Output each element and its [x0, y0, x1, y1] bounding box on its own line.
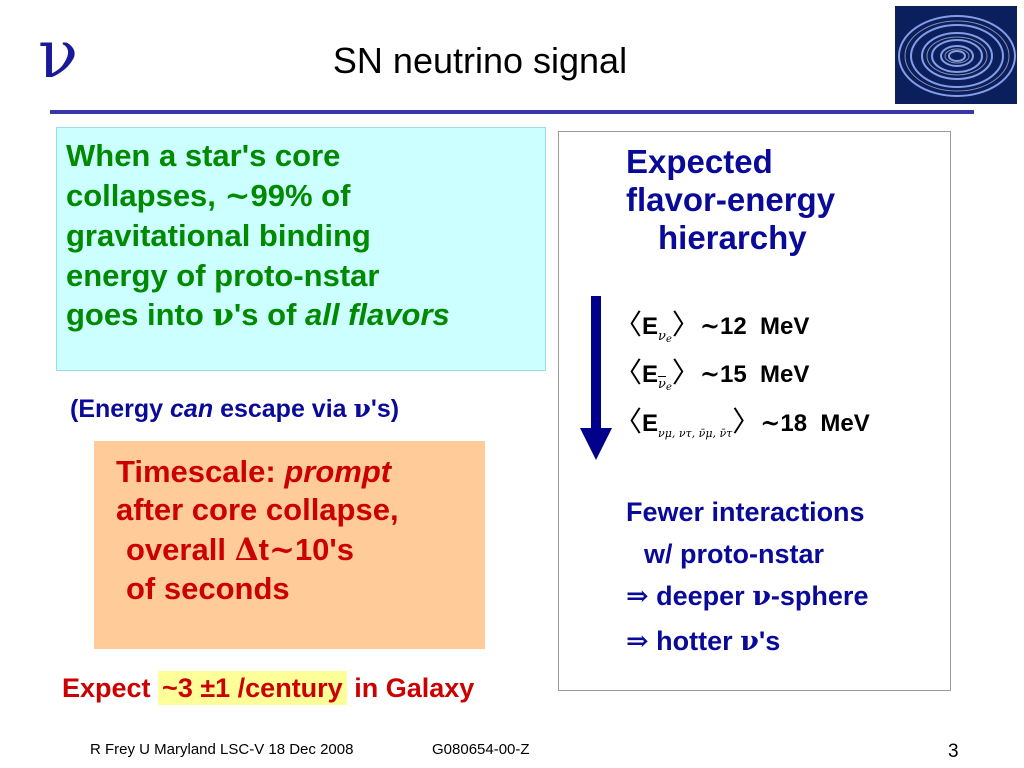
rate-highlight: ~3 ±1 /century [158, 671, 347, 705]
collapse-line-1: When a star's core [66, 138, 341, 173]
hierarchy-title-line-2: flavor-energy [626, 181, 836, 218]
footer-doc-id: G080654-00-Z [432, 741, 530, 758]
energy-equation-numu-nutau: 〈Eνμ, ντ, ν̄μ, ν̄τ〉~18 MeV [614, 405, 870, 440]
cyan-callout-box [56, 127, 546, 371]
deeper-sphere-line: ⇒ deeper ν-sphere [626, 581, 869, 612]
energy-equation-anti-nue: 〈Eνe〉~15 MeV [614, 356, 810, 393]
collapse-energy-text: When a star's core collapses, ~99% of gr… [66, 136, 542, 336]
collapse-line-3: gravitational binding [66, 218, 371, 253]
hierarchy-title: Expected flavor-energy hierarchy [626, 143, 835, 257]
slide-title: SN neutrino signal [332, 40, 628, 81]
timescale-line-4: of seconds [126, 571, 290, 606]
header-rule [50, 110, 974, 114]
energy-equation-nue: 〈Eνe〉~12 MeV [614, 308, 810, 345]
fewer-line-1: Fewer interactions [626, 497, 865, 527]
hotter-line: ⇒ hotter ν's [626, 626, 781, 657]
implies-icon: ⇒ [626, 581, 649, 612]
timescale-line-3: overall Δt~10's [126, 532, 355, 568]
nu-logo: ν [38, 16, 79, 93]
timescale-box [94, 441, 485, 649]
hierarchy-title-line-3: hierarchy [658, 219, 807, 256]
implies-icon: ⇒ [626, 626, 649, 657]
timescale-line-2: after core collapse, [116, 492, 399, 527]
ripple-image [895, 6, 1017, 104]
down-arrow-icon [580, 296, 612, 460]
footer-author: R Frey U Maryland LSC-V 18 Dec 2008 [90, 741, 354, 758]
fewer-line-2: w/ proto-nstar [644, 539, 824, 569]
timescale-line-1: Timescale: prompt [116, 454, 392, 489]
galaxy-rate-text: Expect ~3 ±1 /century in Galaxy [62, 671, 475, 705]
collapse-line-4: energy of proto-nstar [66, 257, 380, 293]
collapse-line-2: collapses, ~99% of [66, 177, 351, 214]
hierarchy-box [558, 131, 951, 691]
collapse-line-5: goes into ν's of all flavors [66, 297, 450, 333]
hierarchy-title-line-1: Expected [626, 143, 773, 180]
energy-escape-note: (Energy can escape via ν's) [70, 394, 400, 423]
page-number: 3 [948, 741, 959, 762]
fewer-interactions-text: Fewer interactions w/ proto-nstar ⇒ deep… [626, 490, 868, 664]
